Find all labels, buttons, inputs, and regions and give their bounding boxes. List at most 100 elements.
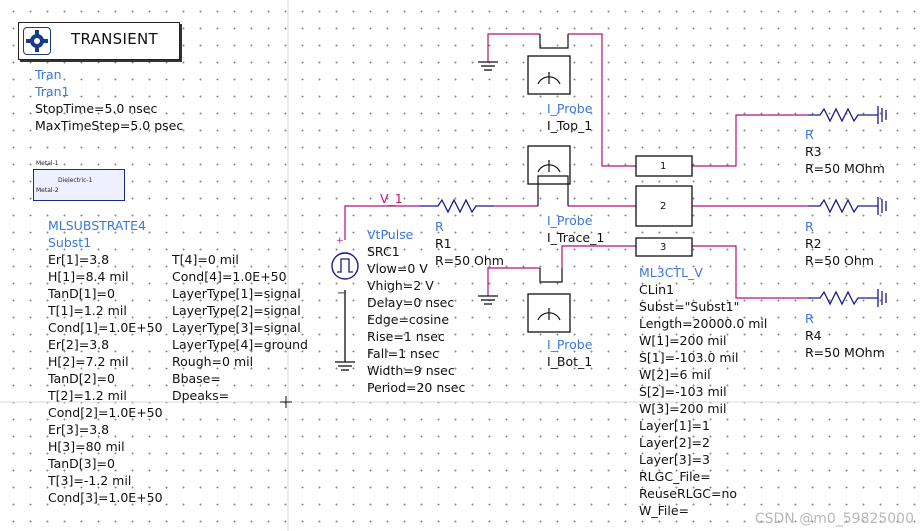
coupled-line-block: [635, 155, 693, 257]
probe-top-params: I_Probe I_Top_1: [547, 100, 592, 134]
param-line: Er[2]=3.8: [48, 337, 110, 352]
param-line: LayerType[3]=signal: [172, 320, 301, 335]
param-line: R3: [805, 144, 822, 159]
param-line: R=50 Ohm: [805, 253, 874, 268]
param-line: TanD[2]=0: [48, 371, 115, 386]
param-line: Period=20 nsec: [367, 380, 466, 395]
r2-resistor: [808, 197, 887, 215]
param-line: Cond[4]=1.0E+50: [172, 269, 287, 284]
param-line: Rough=0 mil: [172, 354, 254, 369]
param-line: W_File=: [639, 503, 689, 518]
param-line: R=50 Ohm: [435, 253, 504, 268]
r1-resistor: [420, 198, 494, 214]
probe-bot-params: I_Probe I_Bot_1: [547, 336, 592, 370]
substrate-symbol[interactable]: Metal-1 Dielectric-1 Metal-2: [33, 160, 125, 201]
param-line: Er[1]=3.8: [48, 252, 110, 267]
param-line: T[4]=0 mil: [172, 252, 239, 267]
ground-icon: [335, 290, 355, 371]
ground-icon: [478, 61, 498, 71]
param-line: H[2]=7.2 mil: [48, 354, 129, 369]
param-line: R2: [805, 236, 822, 251]
param-line: W[1]=200 mil: [639, 333, 727, 348]
param-line: Layer[1]=1: [639, 418, 710, 433]
metal2-label: Metal-2: [36, 187, 59, 194]
param-line: Width=9 nsec: [367, 363, 455, 378]
param-line: T[2]=1.2 mil: [48, 388, 127, 403]
param-line: Layer[2]=2: [639, 435, 710, 450]
probe-top-icon: [527, 34, 571, 95]
clin-pin-3[interactable]: 3: [660, 242, 667, 253]
param-line: Edge=cosine: [367, 312, 450, 327]
param-line: I_Probe: [547, 101, 593, 116]
probe-bot-icon: [527, 268, 571, 333]
param-line: R: [805, 127, 814, 142]
ground-icon: [478, 295, 498, 305]
clin-pin-1[interactable]: 1: [660, 161, 667, 172]
param-line: Subst1: [48, 235, 92, 250]
param-line: LayerType[2]=signal: [172, 303, 301, 318]
param-line: R1: [435, 236, 452, 251]
metal1-label: Metal-1: [36, 160, 59, 167]
transient-type: Tran: [35, 67, 62, 82]
param-line: W[2]=6 mil: [639, 367, 711, 382]
r4-params: R R4 R=50 MOhm: [805, 310, 885, 361]
crosshair-cursor-icon: [280, 396, 292, 408]
r3-resistor: [808, 106, 887, 124]
param-line: Fall=1 nsec: [367, 346, 440, 361]
transient-stoptime: StopTime=5.0 nsec: [35, 101, 158, 116]
param-line: I_Bot_1: [547, 354, 593, 369]
param-line: SRC1: [367, 244, 400, 259]
param-line: Er[3]=3.8: [48, 422, 110, 437]
param-line: Cond[3]=1.0E+50: [48, 490, 163, 505]
r3-params: R R3 R=50 MOhm: [805, 126, 885, 177]
param-line: ML3CTL_V: [639, 265, 703, 280]
param-line: R: [805, 311, 814, 326]
param-line: Vlow=0 V: [367, 261, 428, 276]
dielectric1-label: Dielectric-1: [58, 177, 93, 184]
param-line: I_Probe: [547, 337, 593, 352]
probe-trace-params: I_Probe I_Trace_1: [547, 212, 604, 246]
transient-controller[interactable]: TRANSIENT: [18, 22, 180, 60]
param-line: Bbase=: [172, 371, 221, 386]
pulse-source-icon: + −: [331, 236, 359, 299]
param-line: W[3]=200 mil: [639, 401, 727, 416]
param-line: Cond[2]=1.0E+50: [48, 405, 163, 420]
param-line: Delay=0 nsec: [367, 295, 455, 310]
node-label-v1[interactable]: V_1: [380, 191, 403, 206]
param-line: CLin1: [639, 282, 675, 297]
r1-params: R R1 R=50 Ohm: [435, 218, 504, 269]
param-line: Cond[1]=1.0E+50: [48, 320, 163, 335]
gear-icon: [23, 27, 51, 55]
param-line: I_Top_1: [547, 118, 593, 133]
param-line: VtPulse: [367, 227, 414, 242]
param-line: LayerType[4]=ground: [172, 337, 308, 352]
watermark: CSDN @m0_59825000: [754, 511, 914, 527]
probe-trace-icon: [527, 145, 571, 206]
param-line: MLSUBSTRATE4: [48, 218, 147, 233]
transient-instance: Tran1: [35, 84, 70, 99]
param-line: ReuseRLGC=no: [639, 486, 738, 501]
svg-text:−: −: [337, 288, 345, 299]
param-line: H[1]=8.4 mil: [48, 269, 129, 284]
param-line: RLGC_File=: [639, 469, 711, 484]
source-params: VtPulse SRC1 Vlow=0 V Vhigh=2 V Delay=0 …: [367, 226, 465, 396]
clin-pin-2[interactable]: 2: [660, 201, 667, 212]
param-line: LayerType[1]=signal: [172, 286, 301, 301]
param-line: S[2]=-103 mil: [639, 384, 727, 399]
clin-params: ML3CTL_V CLin1 Subst="Subst1" Length=200…: [639, 264, 767, 519]
param-line: R=50 MOhm: [805, 161, 885, 176]
param-line: Length=20000.0 mil: [639, 316, 768, 331]
param-line: H[3]=80 mil: [48, 439, 125, 454]
param-line: I_Trace_1: [547, 230, 605, 245]
wires: [344, 33, 808, 299]
param-line: TanD[1]=0: [48, 286, 115, 301]
param-line: S[1]=-103.0 mil: [639, 350, 739, 365]
param-line: TanD[3]=0: [48, 456, 115, 471]
param-line: Layer[3]=3: [639, 452, 710, 467]
param-line: Rise=1 nsec: [367, 329, 445, 344]
substrate-params-right: T[4]=0 mil Cond[4]=1.0E+50 LayerType[1]=…: [172, 251, 308, 404]
transient-title: TRANSIENT: [71, 30, 158, 48]
param-line: Subst="Subst1": [639, 299, 740, 314]
param-line: R: [435, 219, 444, 234]
